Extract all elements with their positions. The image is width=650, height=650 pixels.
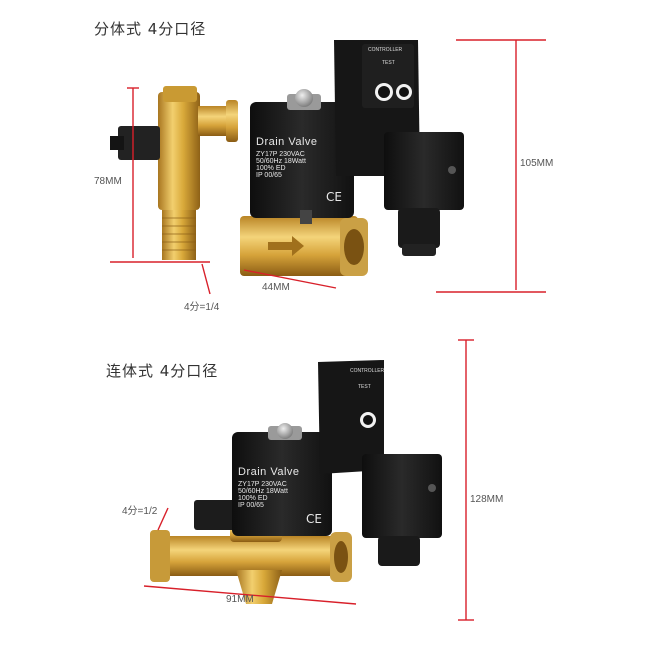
dim-44mm: 44MM <box>262 282 290 293</box>
top-ce-mark: CE <box>326 190 342 204</box>
top-heading: 分体式 4分口径 <box>94 20 207 38</box>
dim-port-top: 4分=1/4 <box>184 302 220 313</box>
bottom-label-line1: ZY17P 230VAC <box>238 481 287 488</box>
top-label-line2: 50/60Hz 18Watt <box>256 158 306 165</box>
bottom-ce-mark: CE <box>306 512 322 526</box>
top-test-label: TEST <box>382 60 395 66</box>
top-label-line4: IP 00/65 <box>256 172 282 179</box>
bottom-coil-label: Drain Valve ZY17P 230VAC 50/60Hz 18Watt … <box>238 466 330 509</box>
top-label-line3: 100% ED <box>256 165 286 172</box>
bottom-label-line3: 100% ED <box>238 495 268 502</box>
dim-128mm: 128MM <box>470 494 504 505</box>
bottom-test-label: TEST <box>358 384 371 390</box>
solenoid-valve-photo-bottom <box>150 360 442 604</box>
top-controller-label: CONTROLLER <box>368 47 403 53</box>
ball-valve-photo <box>110 86 238 260</box>
bottom-controller-label: CONTROLLER <box>350 368 385 374</box>
dim-78mm: 78MM <box>94 176 122 187</box>
bottom-label-line4: IP 00/65 <box>238 502 264 509</box>
bottom-label-title: Drain Valve <box>238 466 300 478</box>
top-label-title: Drain Valve <box>256 136 318 148</box>
solenoid-valve-photo-top <box>240 40 464 276</box>
dimension-lines <box>110 39 546 621</box>
top-coil-label: Drain Valve ZY17P 230VAC 50/60Hz 18Watt … <box>256 136 350 179</box>
bottom-heading: 连体式 4分口径 <box>106 362 219 380</box>
dim-105mm: 105MM <box>520 158 554 169</box>
dim-91mm: 91MM <box>226 594 254 605</box>
bottom-label-line2: 50/60Hz 18Watt <box>238 488 288 495</box>
top-label-line1: ZY17P 230VAC <box>256 151 305 158</box>
dim-port-bottom: 4分=1/2 <box>122 506 158 517</box>
